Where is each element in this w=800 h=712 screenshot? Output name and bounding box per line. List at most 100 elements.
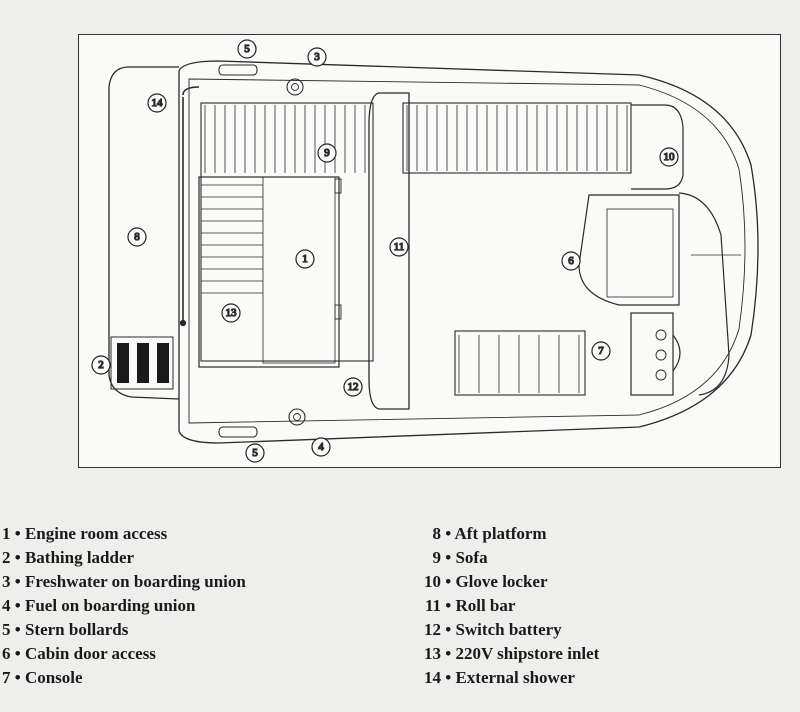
legend-bullet: • (14, 548, 21, 567)
callout-5-bottom: 5 (245, 443, 265, 463)
legend-bullet: • (14, 668, 21, 687)
legend-bullet: • (445, 572, 452, 591)
legend-text: Sofa (455, 548, 488, 567)
legend-item: 1 • Engine room access (2, 522, 246, 546)
legend-num: 5 (2, 620, 11, 639)
console-gauge-1 (655, 329, 667, 341)
ladder-step-3 (157, 343, 169, 383)
legend-num: 10 (424, 572, 441, 591)
legend-bullet: • (14, 524, 21, 543)
callout-8: 8 (127, 227, 147, 247)
legend-text: Switch battery (455, 620, 562, 639)
helm-seat (454, 330, 586, 396)
freshwater-cap-inner (291, 83, 299, 91)
legend-text: 220V shipstore inlet (455, 644, 600, 663)
console-body (630, 312, 674, 396)
callout-9: 9 (317, 143, 337, 163)
console-gauge-2 (655, 349, 667, 361)
legend-num: 14 (424, 668, 441, 687)
legend-item: 8 • Aft platform (392, 522, 599, 546)
forward-seat (402, 102, 632, 174)
legend-bullet: • (445, 644, 452, 663)
aft-platform-outline (108, 66, 180, 400)
boat-deck-plan: 1 2 3 4 5 5 6 7 8 9 10 11 12 13 14 (78, 34, 781, 468)
legend-bullet: • (14, 620, 21, 639)
legend-text: Roll bar (455, 596, 516, 615)
svg-text:8: 8 (134, 231, 140, 243)
legend-num: 11 (424, 596, 441, 615)
legend-text: Stern bollards (24, 620, 129, 639)
svg-text:3: 3 (314, 51, 320, 63)
callout-2: 2 (91, 355, 111, 375)
svg-text:7: 7 (598, 345, 604, 357)
legend-item: 5 • Stern bollards (2, 618, 246, 642)
legend-right: 8 • Aft platform 9 • Sofa 10 • Glove loc… (392, 522, 599, 690)
legend-num: 9 (432, 548, 442, 567)
fuel-cap-inner (293, 413, 301, 421)
svg-text:4: 4 (318, 441, 324, 453)
legend-num: 7 (2, 668, 11, 687)
shower-head (179, 319, 187, 327)
legend-item: 13 • 220V shipstore inlet (392, 642, 599, 666)
legend-bullet: • (14, 644, 21, 663)
hinge-bottom-icon (334, 304, 342, 320)
legend-item: 3 • Freshwater on boarding union (2, 570, 246, 594)
callout-12: 12 (343, 377, 363, 397)
legend-bullet: • (445, 548, 452, 567)
hinge-top-icon (334, 178, 342, 194)
legend-left: 1 • Engine room access 2 • Bathing ladde… (2, 522, 246, 690)
legend-text: Freshwater on boarding union (24, 572, 246, 591)
engine-room-hatch (198, 176, 340, 368)
svg-text:5: 5 (252, 447, 258, 459)
callout-10: 10 (659, 147, 679, 167)
svg-text:9: 9 (324, 147, 330, 159)
ladder-step-1 (117, 343, 129, 383)
legend-text: Console (24, 668, 83, 687)
legend-item: 7 • Console (2, 666, 246, 690)
roll-bar (368, 92, 410, 410)
hatch-steps (201, 184, 263, 294)
callout-14: 14 (147, 93, 167, 113)
legend-bullet: • (445, 596, 452, 615)
legend-bullet: • (14, 572, 21, 591)
svg-text:14: 14 (152, 97, 164, 109)
callout-3: 3 (307, 47, 327, 67)
callout-5-top: 5 (237, 39, 257, 59)
bathing-ladder (110, 336, 174, 390)
callout-6: 6 (561, 251, 581, 271)
forward-seat-slats (406, 105, 628, 171)
cabin-door (578, 194, 680, 306)
steering-wheel (672, 334, 681, 372)
hull-outline (178, 60, 759, 444)
svg-text:13: 13 (226, 307, 238, 319)
legend-text: Bathing ladder (24, 548, 135, 567)
svg-text:12: 12 (348, 381, 359, 393)
legend-num: 13 (424, 644, 441, 663)
engine-hatch-inner (262, 176, 336, 364)
stern-bollard-bottom (218, 426, 258, 438)
hull-inner-outline (188, 78, 746, 424)
legend-text: Cabin door access (24, 644, 156, 663)
legend-item: 11 • Roll bar (392, 594, 599, 618)
legend-num: 2 (2, 548, 11, 567)
ladder-step-2 (137, 343, 149, 383)
legend-bullet: • (445, 668, 452, 687)
legend-text: Aft platform (454, 524, 547, 543)
sofa-frame (200, 102, 374, 362)
legend-item: 4 • Fuel on boarding union (2, 594, 246, 618)
legend-bullet: • (14, 596, 21, 615)
svg-text:6: 6 (568, 255, 574, 267)
legend-item: 9 • Sofa (392, 546, 599, 570)
sofa-slats (204, 105, 366, 173)
legend-item: 12 • Switch battery (392, 618, 599, 642)
stern-bollard-top (218, 64, 258, 76)
console-gauge-3 (655, 369, 667, 381)
svg-text:1: 1 (302, 253, 308, 265)
legend-text: Engine room access (24, 524, 168, 543)
cockpit-rail (182, 86, 200, 96)
legend-text: Glove locker (455, 572, 548, 591)
freshwater-cap-icon (286, 78, 304, 96)
legend-num: 4 (2, 596, 11, 615)
legend-bullet: • (445, 524, 452, 543)
callout-13: 13 (221, 303, 241, 323)
